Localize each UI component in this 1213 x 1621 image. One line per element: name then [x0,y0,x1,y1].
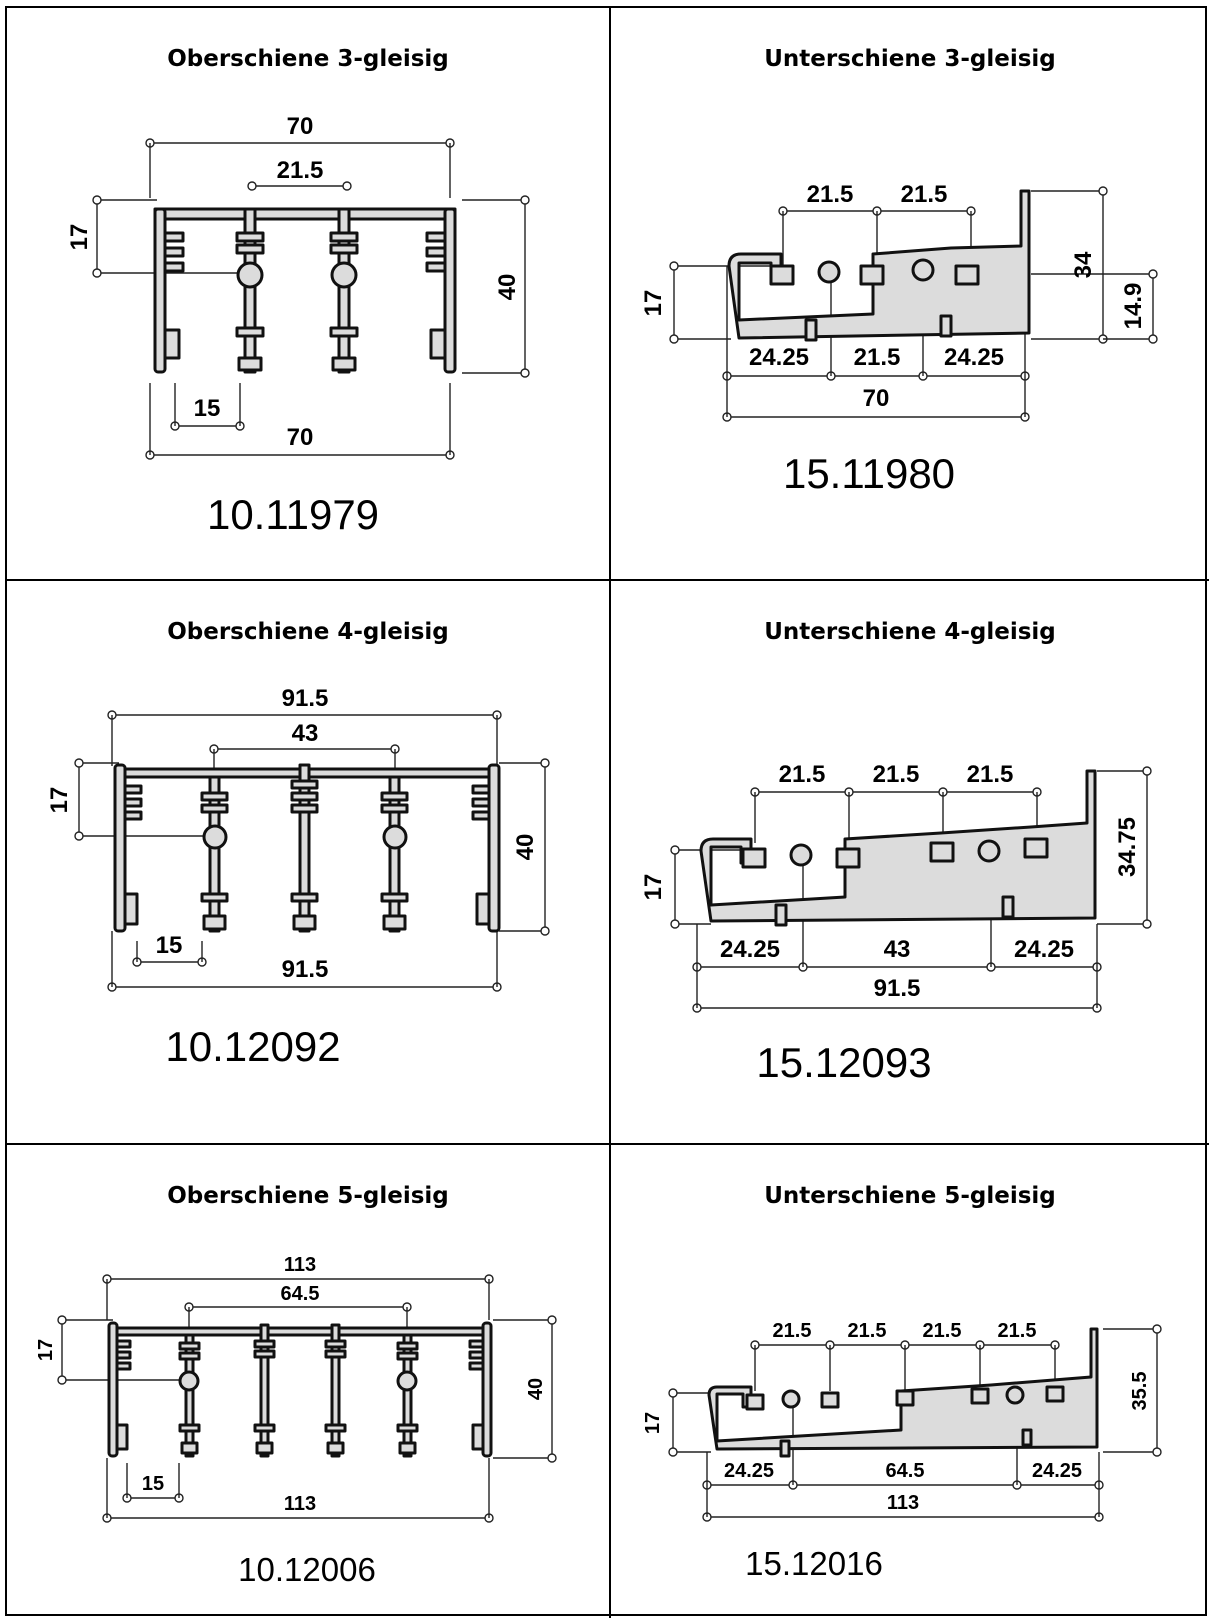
dim-height: 35.5 [1129,1372,1151,1411]
dim-track-2: 21.5 [873,761,920,788]
dim-track-3: 21.5 [967,761,1014,788]
dim-offset: 17 [46,787,73,814]
panel-title: Unterschiene 4-gleisig [764,619,1056,645]
dim-bottom-2: 21.5 [854,344,901,371]
profile-drawing: 113 64.5 17 40 15 113 10.12006 [35,1254,557,1588]
profile-drawing: 21.5 21.5 17 34 14.9 24.25 21.5 24.25 70… [640,181,1158,497]
panel-title: Unterschiene 3-gleisig [764,46,1056,72]
panel-title: Oberschiene 3-gleisig [167,46,449,72]
panel-oberschiene-3: Oberschiene 3-gleisig [7,8,611,581]
dim-overall: 113 [887,1492,919,1514]
dim-offset: 17 [66,224,93,251]
dim-height: 40 [512,834,539,861]
dim-bottom-1: 24.25 [749,344,809,371]
dim-step: 14.9 [1120,283,1147,330]
dim-spacing: 15 [156,932,183,959]
profile-drawing: 91.5 43 17 40 15 91.5 10.12092 [46,685,550,1070]
dim-offset: 17 [640,874,667,901]
profile-drawing: 70 21.5 17 40 15 70 10.11979 [66,113,530,538]
dim-track-1: 21.5 [807,181,854,208]
dim-bottom-3: 24.25 [1014,936,1074,963]
part-number: 10.12092 [165,1023,340,1070]
dim-track-3: 21.5 [923,1320,962,1342]
dim-bottom-1: 24.25 [720,936,780,963]
panel-title: Unterschiene 5-gleisig [764,1183,1056,1209]
dim-bottom-3: 24.25 [1032,1460,1082,1482]
dim-track: 21.5 [277,157,324,184]
panel-oberschiene-4: Oberschiene 4-gleisig 91.5 [7,581,611,1145]
dim-track-4: 21.5 [998,1320,1037,1342]
part-number: 10.11979 [207,491,379,538]
profile-drawing: 21.5 21.5 21.5 17 34.75 24.25 43 24.25 9… [640,761,1152,1086]
dim-height: 34 [1070,251,1097,278]
dim-bottom-2: 43 [884,936,911,963]
dim-overall: 91.5 [874,975,921,1002]
part-number: 15.12093 [756,1039,931,1086]
dim-spacing: 15 [142,1473,164,1495]
dim-track-1: 21.5 [773,1320,812,1342]
dim-height: 34.75 [1114,817,1141,877]
dim-spacing: 15 [194,395,221,422]
dim-overall-bottom: 113 [284,1493,316,1515]
dim-track-2: 21.5 [848,1320,887,1342]
dim-center: 43 [292,720,319,747]
profile-drawing: 21.5 21.5 21.5 21.5 17 35.5 24.25 64.5 2… [642,1320,1162,1582]
panel-unterschiene-3: Unterschiene 3-gleisig 21.5 21.5 17 34 1… [611,8,1209,581]
dim-height: 40 [525,1378,547,1400]
profile-table: Oberschiene 3-gleisig [5,6,1209,1618]
dim-bottom-3: 24.25 [944,344,1004,371]
dim-overall-top: 91.5 [282,685,329,712]
dim-overall-top: 70 [287,113,314,140]
dim-overall-bottom: 91.5 [282,956,329,983]
dim-bottom-1: 24.25 [724,1460,774,1482]
dim-track-2: 21.5 [901,181,948,208]
dim-bottom-2: 64.5 [886,1460,925,1482]
panel-unterschiene-5: Unterschiene 5-gleisig 21.5 21.5 21.5 21… [611,1145,1209,1618]
dim-offset: 17 [640,290,667,317]
dim-center: 64.5 [281,1283,320,1305]
dim-track-1: 21.5 [779,761,826,788]
panel-title: Oberschiene 5-gleisig [167,1183,449,1209]
dim-overall-top: 113 [284,1254,316,1276]
part-number: 15.12016 [745,1545,883,1582]
part-number: 10.12006 [238,1551,376,1588]
dim-height: 40 [494,274,521,301]
dim-offset: 17 [642,1412,664,1434]
part-number: 15.11980 [783,450,955,497]
dim-offset: 17 [35,1339,57,1361]
panel-title: Oberschiene 4-gleisig [167,619,449,645]
dim-overall-bottom: 70 [287,424,314,451]
panel-oberschiene-5: Oberschiene 5-gleisig [7,1145,611,1618]
panel-unterschiene-4: Unterschiene 4-gleisig 21.5 21.5 21.5 17… [611,581,1209,1145]
dim-overall: 70 [863,385,890,412]
